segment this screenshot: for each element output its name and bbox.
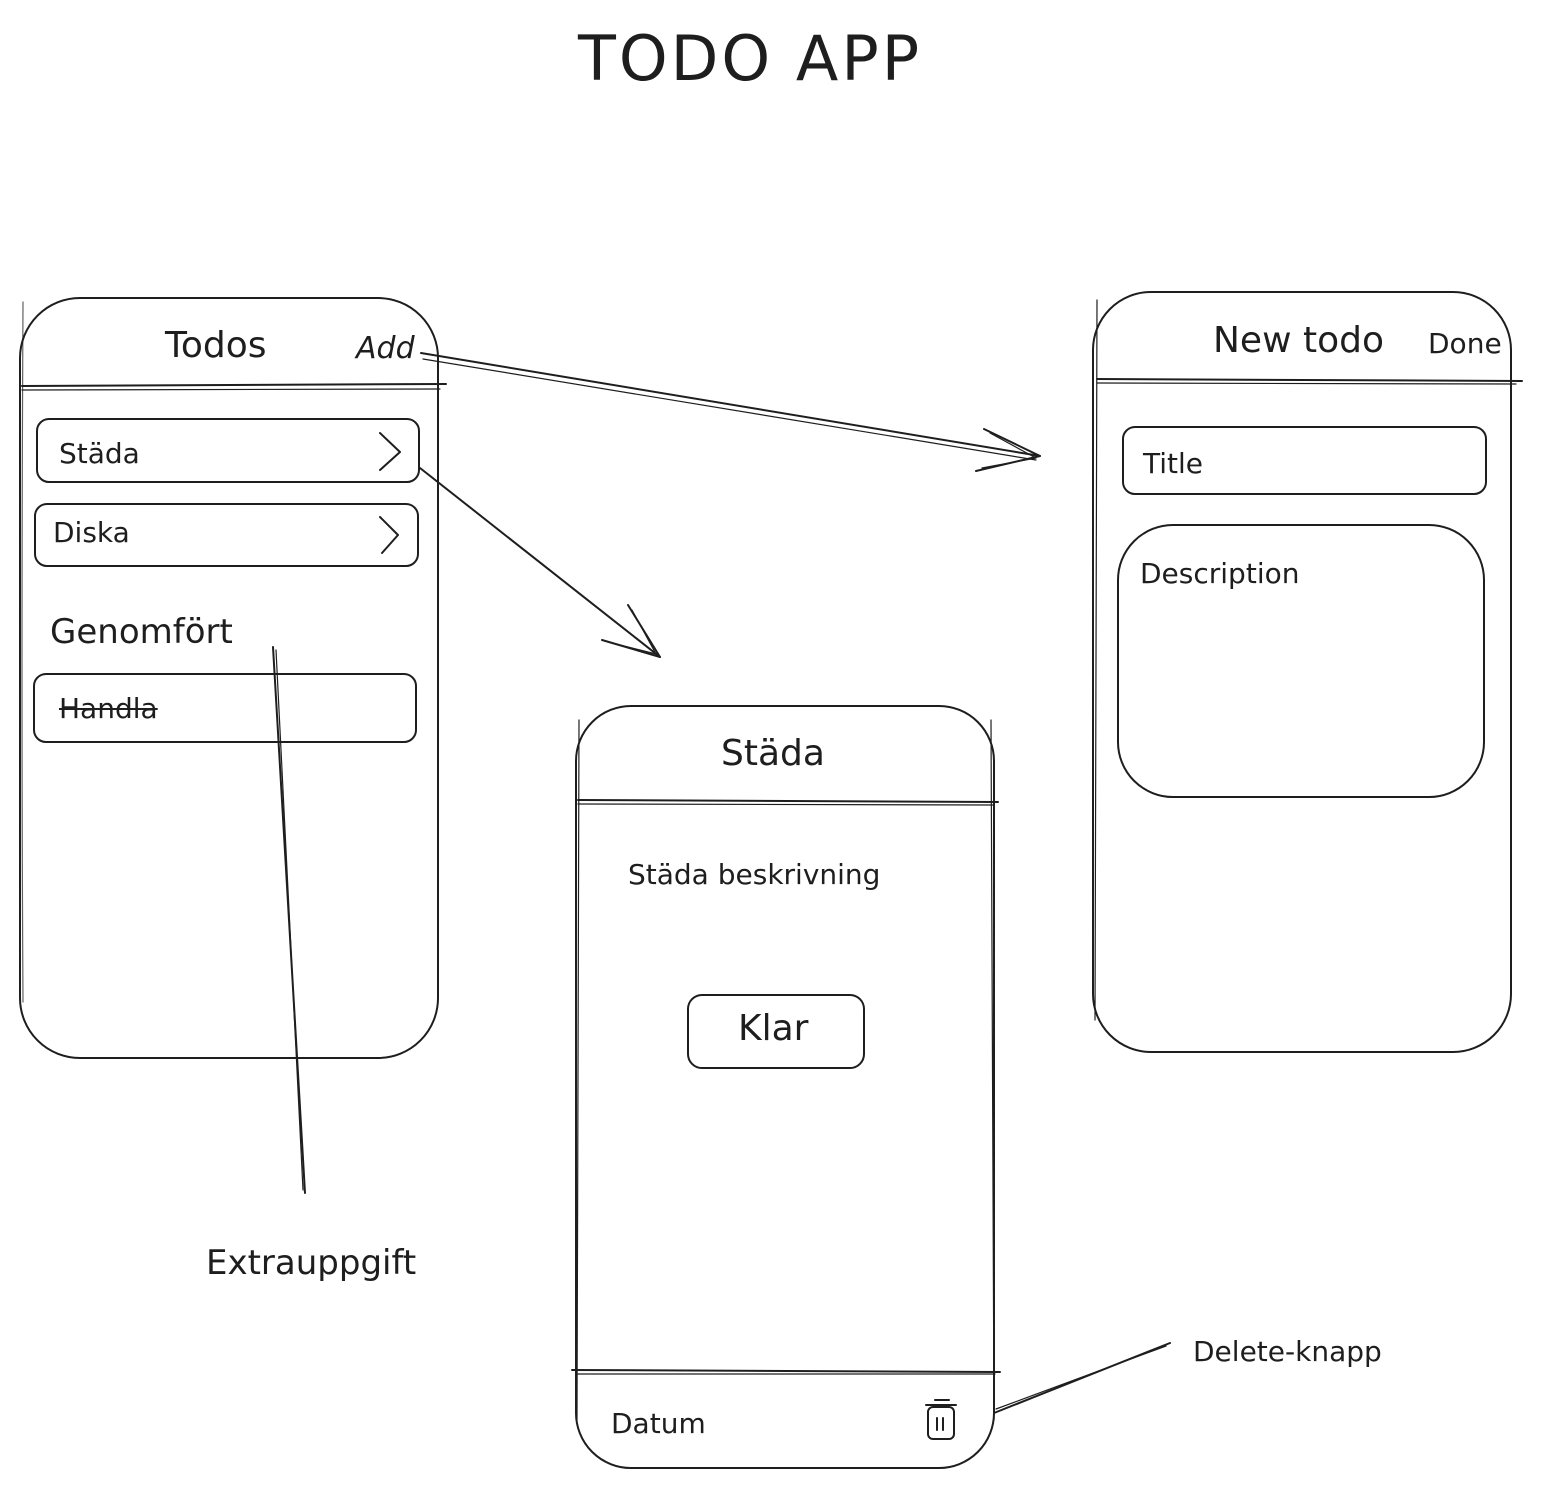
title-field-box: [1122, 426, 1487, 495]
completed-item-label: Handla: [59, 692, 158, 725]
done-nav-button[interactable]: Done: [1428, 327, 1502, 360]
new-screen-title: New todo: [1213, 320, 1384, 361]
title-field-placeholder: Title: [1143, 447, 1204, 480]
delete-button[interactable]: [922, 1396, 962, 1444]
new-screen-frame: [1092, 291, 1512, 1053]
list-item-label: Diska: [53, 516, 130, 549]
done-button[interactable]: Klar: [688, 995, 864, 1068]
page-title: TODO APP: [578, 22, 923, 95]
trash-icon: [925, 1399, 957, 1440]
chevron-right-icon: [379, 516, 399, 554]
completed-item-box: [33, 673, 417, 743]
done-button-label: Klar: [738, 1008, 809, 1049]
item-arrow: [419, 467, 661, 658]
list-item[interactable]: Städa: [37, 419, 419, 482]
description-field-box: [1117, 524, 1485, 798]
chevron-right-icon: [379, 432, 401, 471]
delete-button-note: Delete-knapp: [1193, 1335, 1382, 1368]
completed-item[interactable]: Handla: [34, 674, 416, 742]
list-header-divider: [21, 383, 447, 387]
description-field-placeholder: Description: [1140, 557, 1300, 590]
list-screen-title: Todos: [165, 325, 267, 366]
done-button-box: [687, 994, 865, 1069]
list-item-box-2: [34, 503, 419, 567]
detail-description: Städa beskrivning: [628, 858, 881, 891]
add-arrow: [420, 352, 1041, 457]
detail-screen-frame: [575, 705, 995, 1469]
list-screen-frame: [19, 297, 439, 1059]
delete-pointer: [993, 1342, 1171, 1414]
list-item-label: Städa: [59, 437, 140, 470]
completed-heading: Genomfört: [50, 612, 233, 652]
detail-screen-title: Städa: [721, 733, 825, 774]
list-item[interactable]: Diska: [35, 504, 418, 566]
add-button[interactable]: Add: [356, 331, 415, 366]
title-field[interactable]: Title: [1123, 427, 1486, 494]
extra-task-note: Extrauppgift: [206, 1243, 417, 1283]
date-label: Datum: [611, 1407, 706, 1440]
description-field[interactable]: Description: [1118, 525, 1484, 797]
list-item-box-1: [36, 418, 420, 483]
